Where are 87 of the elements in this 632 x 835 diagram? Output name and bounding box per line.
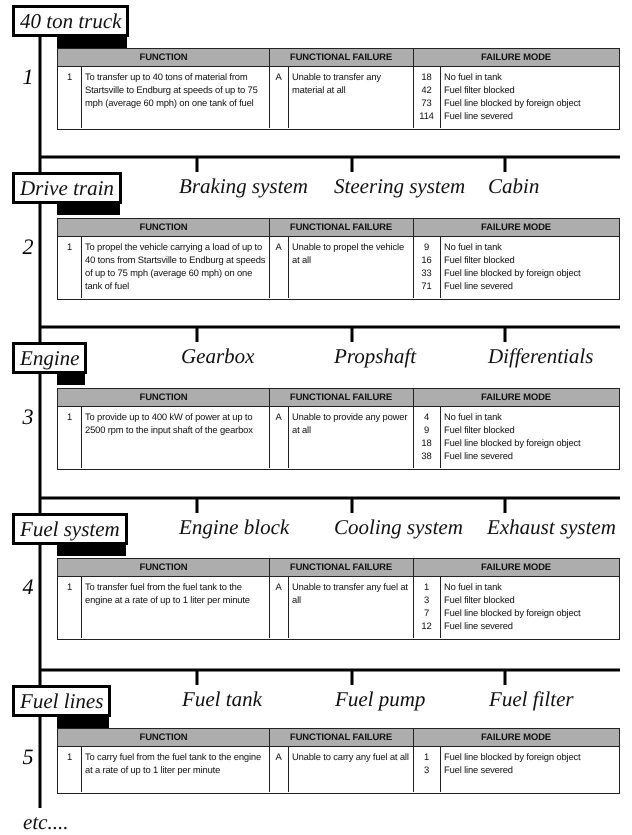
mode-number: 12 <box>420 619 433 632</box>
mode-text: Fuel line severed <box>444 449 514 462</box>
row-number: 1 <box>66 580 74 593</box>
mode-text: No fuel in tank <box>444 240 503 253</box>
function-text: To propel the vehicle carrying a load of up to 40 tons from Startsville to Endburg at speeds of up to 75 mph (average 60 mph) on one tank of fuel <box>85 240 266 292</box>
column-header: FUNCTION <box>58 219 269 236</box>
function-text: To transfer fuel from the fuel tank to the engine at a rate of up to 1 liter per minute <box>85 580 251 606</box>
column-header: FAILURE MODE <box>413 219 619 236</box>
failure-letter: A <box>274 750 283 763</box>
mode-number: 9 <box>422 423 430 436</box>
column-header: FAILURE MODE <box>413 559 619 576</box>
level-label: Engine <box>20 346 80 370</box>
mode-text: Fuel line severed <box>444 109 514 122</box>
mode-text: Fuel filter blocked <box>444 253 516 266</box>
row-number: 1 <box>66 750 74 763</box>
level-label: 40 ton truck <box>20 8 122 34</box>
function-text: To transfer up to 40 tons of material from Startsville to Endburg at speeds of up to 75 mph (average 60 mph) on one tank of fuel <box>85 70 259 109</box>
level-label: Fuel system <box>20 516 120 542</box>
column-header: FAILURE MODE <box>413 729 619 746</box>
failure-text: Unable to transfer any fuel at all <box>292 580 409 606</box>
mode-text: No fuel in tank <box>444 70 503 83</box>
column-header: FUNCTION <box>58 729 269 746</box>
mode-number: 33 <box>420 266 433 279</box>
level-box <box>12 513 128 545</box>
column-header: FUNCTION <box>58 49 269 66</box>
level-label: Fuel lines <box>20 688 104 714</box>
mode-number: 1 <box>422 750 430 763</box>
mode-text: Fuel line blocked by foreign object <box>444 266 582 279</box>
mode-number: 73 <box>420 96 433 109</box>
section-number: 3 <box>22 404 34 430</box>
mode-number: 3 <box>422 593 430 606</box>
failure-text: Unable to transfer any material at all <box>292 70 382 96</box>
column-header: FUNCTIONAL FAILURE <box>269 219 413 236</box>
section-number: 5 <box>22 744 34 770</box>
row-number: 1 <box>66 240 74 253</box>
mode-text: Fuel line severed <box>444 763 514 776</box>
column-header: FUNCTION <box>58 389 269 406</box>
mode-number: 16 <box>420 253 433 266</box>
column-header: FUNCTIONAL FAILURE <box>269 389 413 406</box>
mode-text: Fuel line severed <box>444 619 514 632</box>
failure-letter: A <box>274 410 283 423</box>
mode-text: No fuel in tank <box>444 580 503 593</box>
mode-text: Fuel filter blocked <box>444 593 516 606</box>
column-header: FUNCTIONAL FAILURE <box>269 49 413 66</box>
tree-connector <box>38 717 42 808</box>
mode-number: 3 <box>422 763 430 776</box>
mode-text: No fuel in tank <box>444 410 503 423</box>
failure-text: Unable to provide any power at all <box>292 410 408 436</box>
failure-letter: A <box>274 580 283 593</box>
failure-text: Unable to propel the vehicle at all <box>292 240 406 266</box>
level-box <box>12 5 130 37</box>
level-box <box>12 685 112 717</box>
mode-text: Fuel line blocked by foreign object <box>444 96 582 109</box>
mode-number: 9 <box>422 240 430 253</box>
column-header: FAILURE MODE <box>413 389 619 406</box>
mode-text: Fuel line blocked by foreign object <box>444 436 582 449</box>
function-text: To provide up to 400 kW of power at up to 2500 rpm to the input shaft of the gearbox <box>85 410 254 436</box>
mode-number: 18 <box>420 436 433 449</box>
level-box <box>12 172 122 204</box>
mode-number: 4 <box>422 410 430 423</box>
mode-number: 42 <box>420 83 433 96</box>
function-text: To carry fuel from the fuel tank to the engine at a rate of up to 1 liter per minute <box>85 750 262 776</box>
section-number: 1 <box>22 64 34 90</box>
level-box <box>12 342 88 374</box>
column-header: FUNCTIONAL FAILURE <box>269 559 413 576</box>
failure-letter: A <box>274 240 283 253</box>
mode-number: 7 <box>422 606 430 619</box>
level-label: Drive train <box>20 176 114 200</box>
mode-text: Fuel filter blocked <box>444 83 516 96</box>
column-header: FUNCTION <box>58 559 269 576</box>
column-header: FAILURE MODE <box>413 49 619 66</box>
row-number: 1 <box>66 70 74 83</box>
mode-number: 38 <box>420 449 433 462</box>
failure-letter: A <box>274 70 283 83</box>
column-header: FUNCTIONAL FAILURE <box>269 729 413 746</box>
mode-number: 18 <box>420 70 433 83</box>
mode-text: Fuel line severed <box>444 279 514 292</box>
section-number: 4 <box>22 574 34 600</box>
mode-number: 1 <box>422 580 430 593</box>
failure-text: Unable to carry any fuel at all <box>292 750 410 763</box>
mode-text: Fuel line blocked by foreign object <box>444 750 582 763</box>
row-number: 1 <box>66 410 74 423</box>
mode-text: Fuel filter blocked <box>444 423 516 436</box>
mode-text: Fuel line blocked by foreign object <box>444 606 582 619</box>
mode-number: 114 <box>418 109 435 122</box>
section-number: 2 <box>22 234 34 260</box>
mode-number: 71 <box>420 279 433 292</box>
